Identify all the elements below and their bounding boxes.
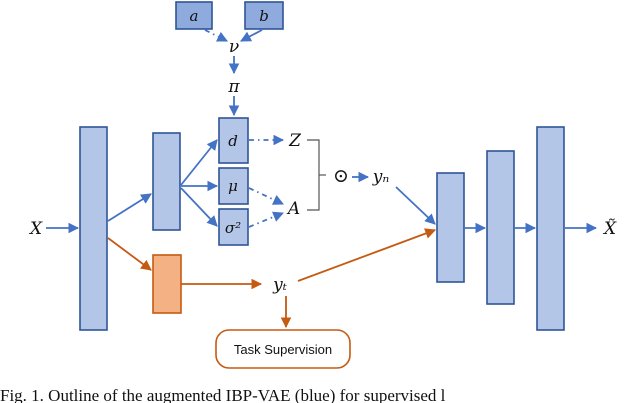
- encoder-block-1: [79, 126, 108, 331]
- enc1-to-enc2-arrow: [107, 193, 152, 222]
- x-input-label: X: [28, 219, 43, 239]
- nu-label: ν: [229, 37, 239, 57]
- prior-a-box: [175, 1, 213, 30]
- sigma-label: σ²: [225, 219, 241, 237]
- pi-label: π: [227, 77, 240, 97]
- odot-symbol: ⊙: [333, 165, 349, 187]
- prior-b-box: [244, 1, 284, 30]
- mu-label: μ: [228, 177, 238, 195]
- decoder-block-3: [536, 126, 565, 331]
- figure-caption: Fig. 1. Outline of the augmented IBP-VAE…: [0, 386, 446, 403]
- decoder-block-2: [486, 150, 515, 305]
- yn-to-decoder-arrow: [395, 186, 436, 225]
- sigma-to-a-arrow: [248, 211, 284, 228]
- decoder-block-1: [436, 172, 465, 283]
- yt-label: yₜ: [272, 275, 288, 295]
- task-supervision-label: Task Supervision: [234, 342, 332, 357]
- a-label: A: [286, 199, 300, 219]
- combine-bracket: [307, 139, 320, 211]
- enc1-to-task-arrow: [107, 237, 152, 271]
- task-head-block: [152, 254, 182, 314]
- a-to-nu-arrow: [204, 29, 228, 42]
- d-label: d: [228, 132, 238, 150]
- encoder-block-2: [152, 132, 181, 231]
- sigma-box: [218, 208, 249, 246]
- task-supervision-box: [215, 329, 351, 369]
- d-box: [218, 117, 249, 164]
- mu-to-a-arrow: [248, 187, 284, 205]
- mu-box: [218, 167, 249, 205]
- x-hat-label: X̃: [602, 219, 617, 239]
- prior-a-label: a: [190, 7, 199, 25]
- prior-b-label: b: [259, 7, 269, 25]
- yn-label: yₙ: [372, 167, 390, 187]
- yt-to-decoder-arrow: [297, 228, 437, 282]
- enc2-to-sigma-arrow: [180, 187, 218, 227]
- enc2-to-d-arrow: [180, 139, 218, 186]
- z-label: Z: [288, 131, 302, 151]
- b-to-nu-arrow: [240, 29, 263, 42]
